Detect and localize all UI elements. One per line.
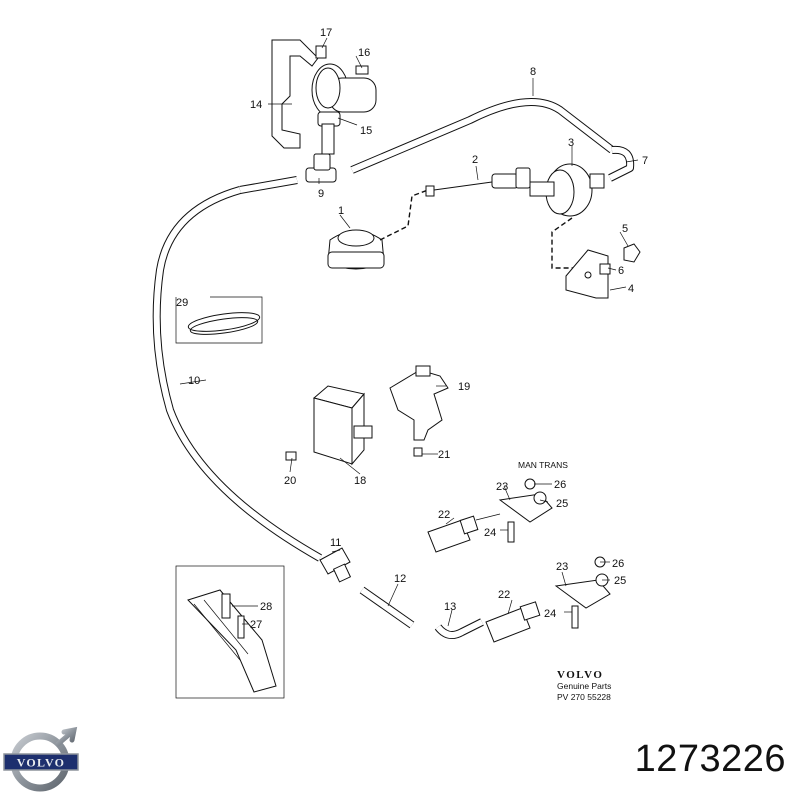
callout-23-lower: 23 [556,561,568,573]
callout-19: 19 [458,381,470,393]
callout-7: 7 [642,155,648,167]
cable-1-2 [379,189,429,241]
pv-code-text: PV 270 55228 [557,692,611,702]
callout-23-upper: 23 [496,481,508,493]
screw-24-lower [571,605,579,629]
callout-1: 1 [338,205,344,217]
callout-25-upper: 25 [556,498,568,510]
pedal-detail-box [175,565,285,699]
callout-16: 16 [358,47,370,59]
valve-15 [311,63,377,171]
callout-25-lower: 25 [614,575,626,587]
callout-27: 27 [250,619,262,631]
callout-8: 8 [530,66,536,78]
washer-26-upper [524,478,536,490]
dash-3-4 [551,217,576,269]
t-piece-11 [319,547,352,583]
callout-14: 14 [250,99,262,111]
callout-26-lower: 26 [612,558,624,570]
callout-11: 11 [330,537,341,549]
callout-12: 12 [394,573,406,585]
part-number: 1273226 [634,738,786,780]
cable-2 [425,167,531,197]
actuator-1 [327,229,385,270]
screw-6 [599,263,611,275]
switch-22-lower [485,601,541,643]
genuine-parts-text: Genuine Parts [557,681,611,691]
clamp-box-29 [175,296,263,344]
volvo-logo: VOLVO [3,726,79,792]
callout-20: 20 [284,475,296,487]
hose-12 [359,586,415,629]
control-unit-18 [312,385,373,466]
hose-9-left [239,176,298,194]
switch-22-upper [427,513,501,553]
screw-20 [285,451,297,461]
callout-22-lower: 22 [498,589,510,601]
callout-28: 28 [260,601,272,613]
hose-7 [608,145,635,182]
callout-24-upper: 24 [484,527,496,539]
callout-15: 15 [360,125,372,137]
callout-3: 3 [568,137,574,149]
callout-24-lower: 24 [544,608,556,620]
callout-10: 10 [188,375,200,387]
callout-numbers: 17 16 14 15 8 9 1 2 3 7 5 6 4 29 10 19 2… [176,27,648,631]
callout-18: 18 [354,475,366,487]
screw-21 [413,447,423,457]
man-trans-label: MAN TRANS [518,460,568,470]
vacuum-unit-3 [529,163,605,217]
screw-16 [355,65,369,75]
callout-4: 4 [628,283,634,295]
bracket-4 [565,249,609,299]
callout-5: 5 [622,223,628,235]
volvo-brand-text: VOLVO [557,669,603,681]
bracket-19 [389,365,449,441]
nut-5 [623,243,641,263]
volvo-logo-text: VOLVO [17,756,65,770]
hose-10 [152,186,322,562]
callout-22-upper: 22 [438,509,450,521]
screw-17 [315,45,327,59]
callout-29: 29 [176,297,188,309]
bracket-14 [271,39,319,149]
leader-lines [179,37,639,627]
nut-25-upper [533,491,547,505]
callout-17: 17 [320,27,332,39]
hose-13 [434,618,484,640]
callout-13: 13 [444,601,456,613]
callout-21: 21 [438,449,450,461]
callout-9: 9 [318,188,324,200]
callout-26-upper: 26 [554,479,566,491]
callout-2: 2 [472,154,478,166]
bracket-23-lower [554,579,611,609]
screw-24-upper [507,521,515,543]
callout-6: 6 [618,265,624,277]
hose-8 [350,98,615,174]
